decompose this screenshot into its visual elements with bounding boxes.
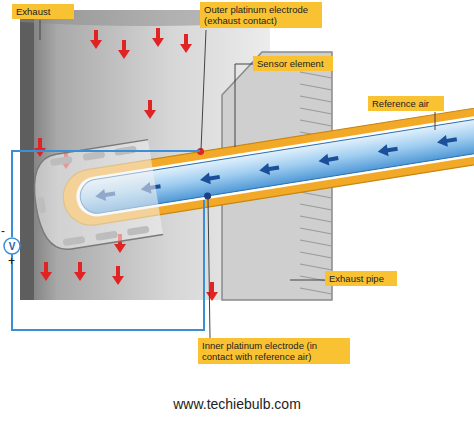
sensor-probe [29,83,474,254]
watermark: www.techiebulb.com [173,396,301,412]
leader-line [208,198,210,338]
exhaust-arrow [118,40,130,59]
shield-slot [127,226,150,236]
leader-line [235,64,253,147]
protective-shield [29,140,164,254]
shield-slots [31,146,149,249]
pipe-wall [20,10,34,300]
exhaust-arrow [144,100,156,119]
node-text: Exhaust pipe [329,273,393,284]
leader-line [201,30,206,150]
air-arrow [318,152,340,167]
wire [12,151,200,237]
exhaust-arrow [180,34,192,53]
callout-box: Reference air [368,96,444,111]
callout-box: Exhaust [12,4,74,19]
air-arrow [436,133,458,148]
exhaust-arrow [40,262,52,281]
callout-box: Sensor element [253,56,333,71]
shield-slot [95,231,118,241]
exhaust-arrow [112,266,124,285]
air-arrow [258,162,280,177]
node-text: Inner platinum electrode (in contact wit… [202,340,346,362]
callout-box: Outer platinum electrode (exhaust contac… [200,2,322,28]
leader-lines [40,20,435,338]
voltmeter-symbol: V [3,237,21,255]
wire [12,200,204,330]
callout-box: Exhaust pipe [325,271,397,286]
shield-slot [37,197,46,214]
exhaust-arrow [34,138,46,157]
exhaust-arrow [90,30,102,49]
node-text: Reference air [372,98,440,109]
exhaust-arrow [206,282,218,301]
shield-slot [50,156,73,166]
polarity-sign: + [8,254,15,268]
air-arrow [199,171,221,186]
air-arrow [377,143,399,158]
shield-slot [63,236,86,246]
exhaust-arrow [74,262,86,281]
exhaust-arrow [152,28,164,47]
polarity-sign: - [1,224,5,238]
callout-box: Inner platinum electrode (in contact wit… [198,338,350,364]
leader-line [290,280,325,281]
node-text: Sensor element [257,58,329,69]
voltmeter-wires [12,151,204,330]
leader-line [40,20,41,40]
node-text: Outer platinum electrode (exhaust contac… [204,4,318,26]
voltmeter-circle [4,238,20,254]
node-text: V [9,241,16,252]
leader-line [435,112,436,130]
node-text: Exhaust [16,6,70,17]
shield-slot [82,151,105,161]
